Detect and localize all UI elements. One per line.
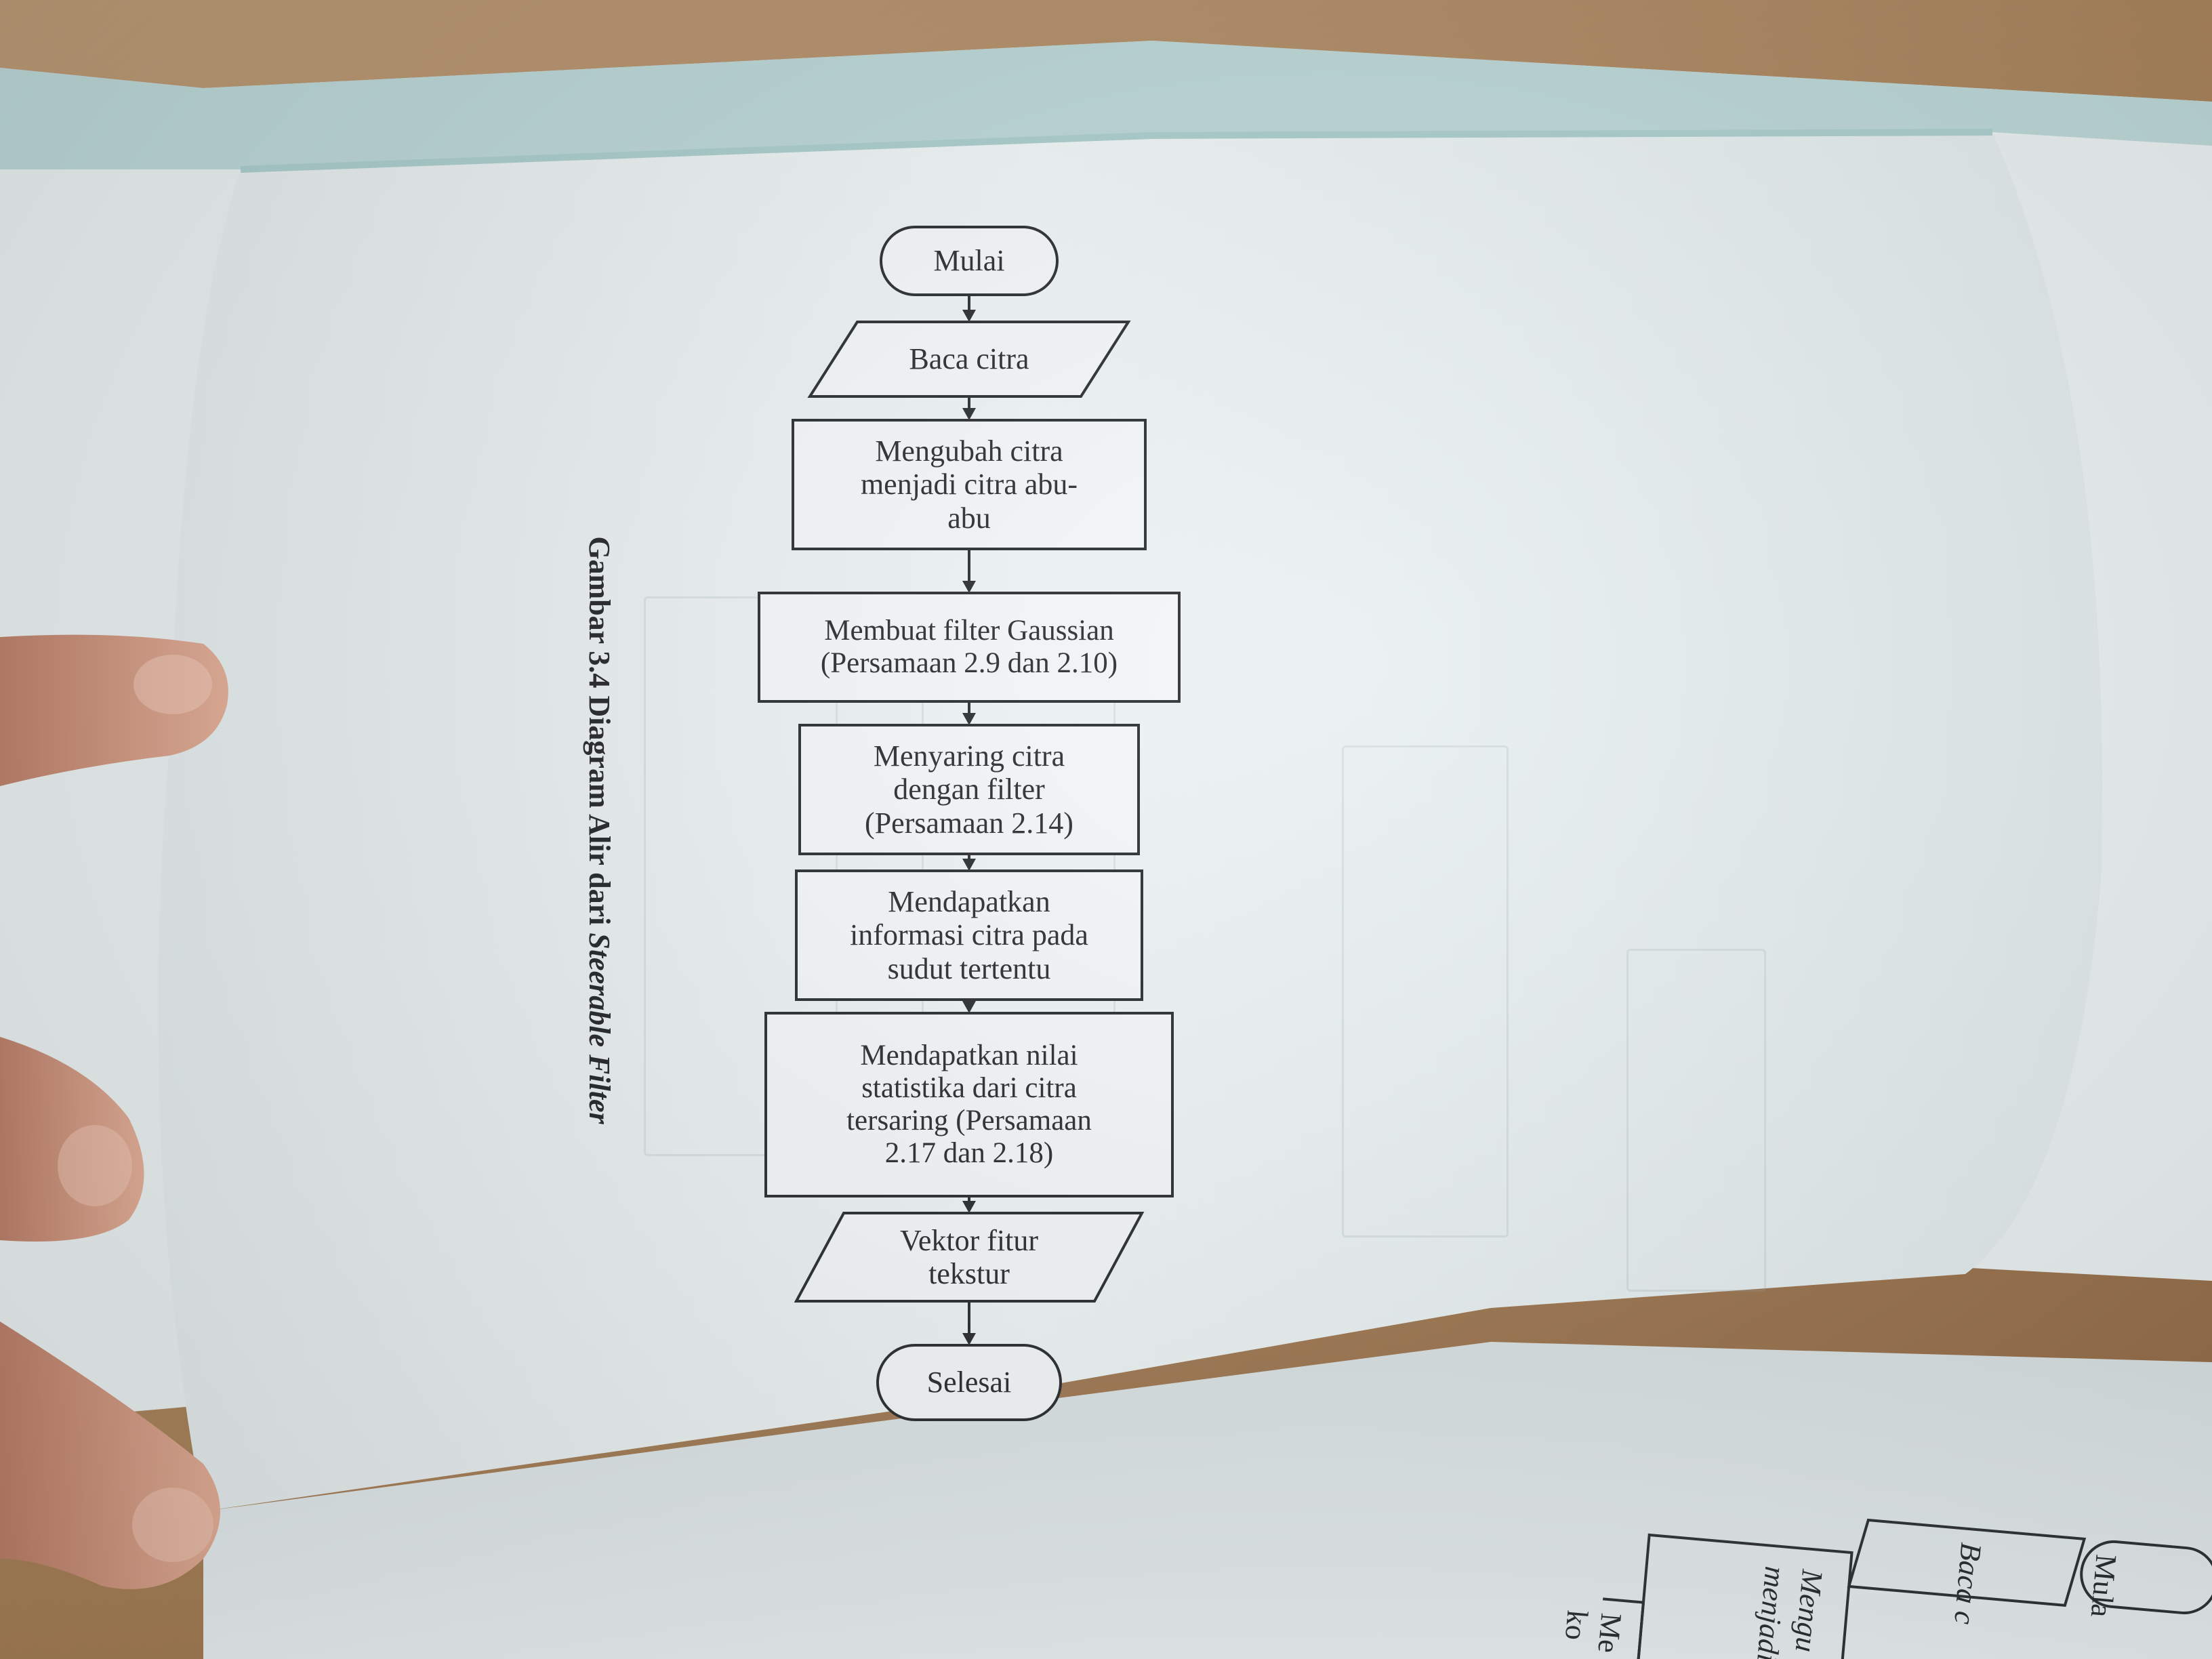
page-stack-edge [0,41,2212,169]
node-label-vec: Vektor fitur tekstur [899,1223,1039,1290]
flow-arrow-head-6 [962,1201,976,1213]
next-page-content: Mula Baca c Mengu menjadi Me ko [1559,1484,2212,1659]
next-page [203,1342,2212,1659]
bleed-through-box-4 [1626,949,1766,1292]
page-top-border [240,129,1993,173]
next-page-shapes [1597,1518,2212,1659]
caption-prefix: Gambar 3.4 Diagram Alir dari [583,536,616,933]
next-page-terminator [2080,1540,2212,1614]
node-label-filt: Menyaring citra dengan filter (Persamaan… [865,739,1073,840]
process-box-gray [792,419,1147,550]
node-label-angle: Mendapatkan informasi citra pada sudut t… [850,885,1088,985]
next-page-label-5: ko [1558,1609,1595,1642]
flowchart-node-group [758,226,1181,1421]
flow-arrow-head-0 [962,310,976,322]
fingernail-2 [58,1125,132,1206]
node-label-read: Baca citra [909,342,1029,376]
flow-arrow-head-4 [962,859,976,871]
process-box-gauss [758,592,1181,703]
next-page-label-2: Mengu [1788,1568,1830,1654]
flow-arrow-head-1 [962,408,976,420]
node-label-stats: Mendapatkan nilai statistika dari citra … [846,1039,1092,1170]
node-label-gray: Mengubah citra menjadi citra abu- abu [860,434,1078,535]
next-page-label-0: Mula [2084,1553,2123,1619]
flow-arrow-head-3 [962,713,976,725]
caption-emphasis: Steerable Filter [583,933,616,1124]
next-page-data-shape [1847,1518,2087,1607]
hand-fingers [0,634,228,1589]
figure-caption: Gambar 3.4 Diagram Alir dari Steerable F… [582,288,617,1372]
next-page-process-1 [1636,1533,1853,1659]
node-label-end: Selesai [926,1366,1012,1399]
data-shape-read [807,321,1131,398]
finger-1 [0,634,228,786]
flowchart-shapes [758,226,1181,1421]
flow-arrow-head-7 [962,1333,976,1345]
process-box-angle [795,869,1143,1001]
data-shape-vec [794,1212,1145,1303]
next-page-label-4: Me [1591,1612,1629,1655]
flow-arrow-head-2 [962,581,976,593]
next-page-label-1: Baca c [1948,1541,1988,1626]
fingernail-3 [132,1488,213,1562]
bleed-through-box-3 [1342,745,1509,1237]
fingernail-1 [134,655,212,714]
process-box-filt [798,724,1140,855]
node-label-start: Mulai [933,244,1005,278]
flow-arrow-head-5 [962,1001,976,1013]
node-label-gauss: Membuat filter Gaussian (Persamaan 2.9 d… [820,614,1118,679]
process-box-stats [764,1012,1174,1197]
next-page-process-2 [1597,1585,1645,1659]
